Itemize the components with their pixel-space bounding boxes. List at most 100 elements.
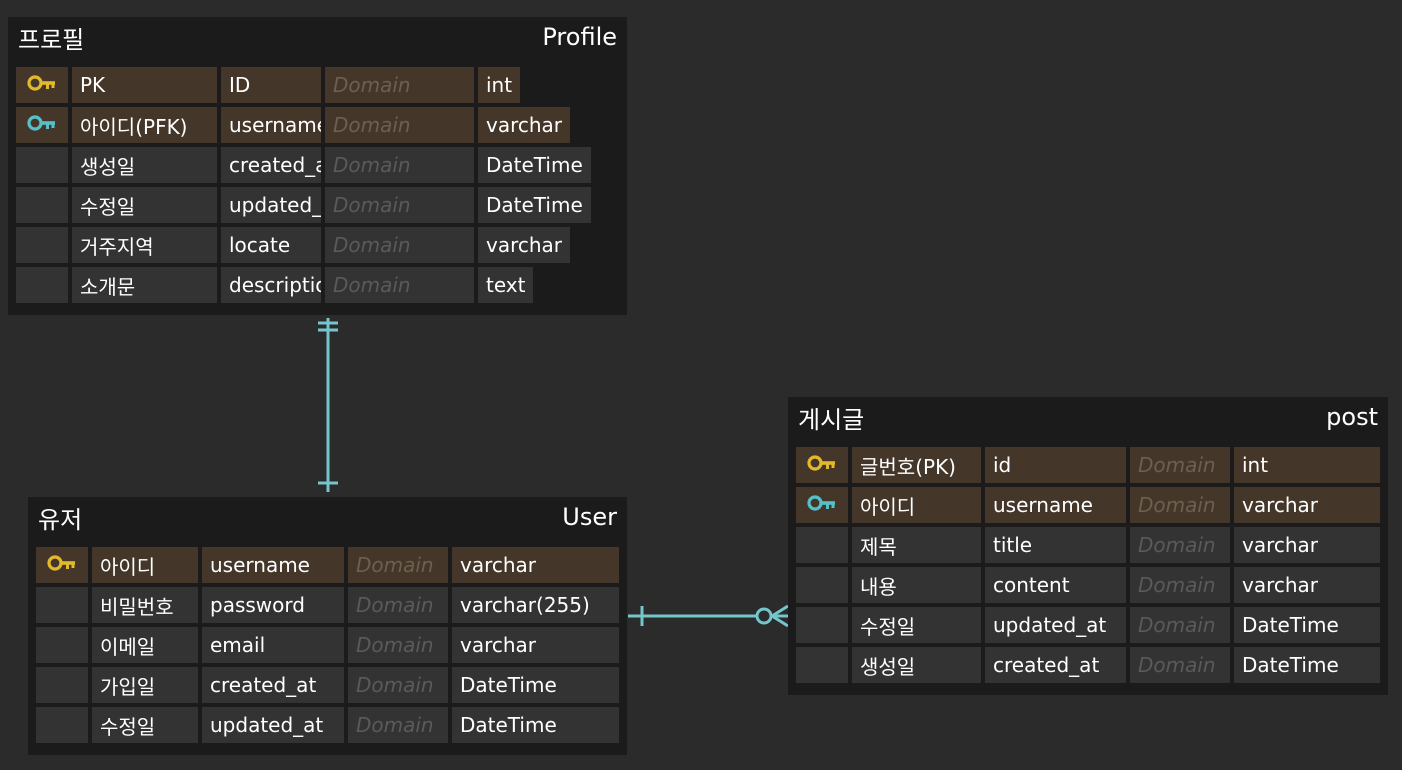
- logical-name-cell[interactable]: 가입일: [92, 667, 198, 703]
- data-type-cell[interactable]: varchar: [1234, 487, 1380, 523]
- domain-cell[interactable]: Domain: [325, 227, 474, 263]
- physical-name-cell[interactable]: username: [202, 547, 344, 583]
- domain-cell[interactable]: Domain: [1130, 567, 1230, 603]
- data-type-cell[interactable]: varchar: [1234, 567, 1380, 603]
- domain-cell[interactable]: Domain: [325, 107, 474, 143]
- physical-name-cell[interactable]: username: [985, 487, 1126, 523]
- data-type-cell[interactable]: varchar: [452, 627, 619, 663]
- table-physical-name: post: [1326, 403, 1378, 431]
- logical-name-cell[interactable]: 수정일: [852, 607, 981, 643]
- table-header[interactable]: 유저 User: [28, 497, 627, 537]
- domain-cell[interactable]: Domain: [325, 267, 474, 303]
- logical-name-cell[interactable]: 제목: [852, 527, 981, 563]
- data-type-cell[interactable]: varchar: [452, 547, 619, 583]
- domain-cell[interactable]: Domain: [348, 707, 448, 743]
- physical-name-cell[interactable]: created_at: [985, 647, 1126, 683]
- logical-name-cell[interactable]: 아이디: [852, 487, 981, 523]
- domain-cell[interactable]: Domain: [1130, 447, 1230, 483]
- logical-name-cell[interactable]: 수정일: [72, 187, 217, 223]
- table-row[interactable]: 소개문descriptionDomaintext: [16, 267, 619, 303]
- physical-name-cell[interactable]: updated_at: [221, 187, 321, 223]
- logical-name-cell[interactable]: 비밀번호: [92, 587, 198, 623]
- physical-name-cell[interactable]: updated_at: [985, 607, 1126, 643]
- logical-name-cell[interactable]: PK: [72, 67, 217, 103]
- physical-name-cell[interactable]: title: [985, 527, 1126, 563]
- physical-name-cell[interactable]: created_at: [221, 147, 321, 183]
- data-type-cell[interactable]: DateTime: [1234, 607, 1380, 643]
- domain-cell[interactable]: Domain: [1130, 647, 1230, 683]
- logical-name-cell[interactable]: 수정일: [92, 707, 198, 743]
- physical-name-cell[interactable]: id: [985, 447, 1126, 483]
- data-type-cell[interactable]: varchar(255): [452, 587, 619, 623]
- key-icon-cell: [36, 667, 88, 703]
- physical-name-cell[interactable]: username: [221, 107, 321, 143]
- domain-cell[interactable]: Domain: [348, 627, 448, 663]
- data-type-cell[interactable]: int: [1234, 447, 1380, 483]
- physical-name-cell[interactable]: email: [202, 627, 344, 663]
- data-type-cell[interactable]: DateTime: [1234, 647, 1380, 683]
- domain-cell[interactable]: Domain: [1130, 527, 1230, 563]
- crow-foot-mark: [771, 604, 789, 618]
- table-logical-name: 게시글: [798, 405, 865, 434]
- domain-cell[interactable]: Domain: [325, 67, 474, 103]
- table-header[interactable]: 게시글 post: [788, 397, 1388, 437]
- physical-name-cell[interactable]: locate: [221, 227, 321, 263]
- logical-name-cell[interactable]: 아이디: [92, 547, 198, 583]
- logical-name-cell[interactable]: 아이디(PFK): [72, 107, 217, 143]
- relation-user-profile[interactable]: [318, 318, 338, 492]
- data-type-cell[interactable]: int: [478, 67, 521, 103]
- data-type-cell[interactable]: DateTime: [478, 187, 591, 223]
- relation-user-post[interactable]: [628, 604, 789, 628]
- physical-name-cell[interactable]: description: [221, 267, 321, 303]
- logical-name-cell[interactable]: 생성일: [852, 647, 981, 683]
- domain-cell[interactable]: Domain: [1130, 487, 1230, 523]
- physical-name-cell[interactable]: updated_at: [202, 707, 344, 743]
- table-header[interactable]: 프로필 Profile: [8, 17, 627, 57]
- data-type-cell[interactable]: DateTime: [452, 707, 619, 743]
- logical-name-cell[interactable]: 생성일: [72, 147, 217, 183]
- logical-name-cell[interactable]: 거주지역: [72, 227, 217, 263]
- domain-cell[interactable]: Domain: [348, 587, 448, 623]
- data-type-cell[interactable]: varchar: [1234, 527, 1380, 563]
- physical-name-cell[interactable]: ID: [221, 67, 321, 103]
- data-type-cell[interactable]: DateTime: [452, 667, 619, 703]
- data-type-cell[interactable]: text: [478, 267, 534, 303]
- domain-cell[interactable]: Domain: [1130, 607, 1230, 643]
- physical-name-cell[interactable]: created_at: [202, 667, 344, 703]
- logical-name-cell[interactable]: 이메일: [92, 627, 198, 663]
- logical-name-cell[interactable]: 글번호(PK): [852, 447, 981, 483]
- key-icon-cell: [796, 487, 848, 523]
- domain-cell[interactable]: Domain: [325, 147, 474, 183]
- logical-name-cell[interactable]: 내용: [852, 567, 981, 603]
- key-icon-cell: [36, 547, 88, 583]
- logical-name-cell[interactable]: 소개문: [72, 267, 217, 303]
- data-type-cell[interactable]: DateTime: [478, 147, 591, 183]
- domain-cell[interactable]: Domain: [325, 187, 474, 223]
- domain-cell[interactable]: Domain: [348, 667, 448, 703]
- physical-name-cell[interactable]: content: [985, 567, 1126, 603]
- data-type-cell[interactable]: varchar: [478, 227, 571, 263]
- physical-name-cell[interactable]: password: [202, 587, 344, 623]
- domain-cell[interactable]: Domain: [348, 547, 448, 583]
- data-type-cell[interactable]: varchar: [478, 107, 571, 143]
